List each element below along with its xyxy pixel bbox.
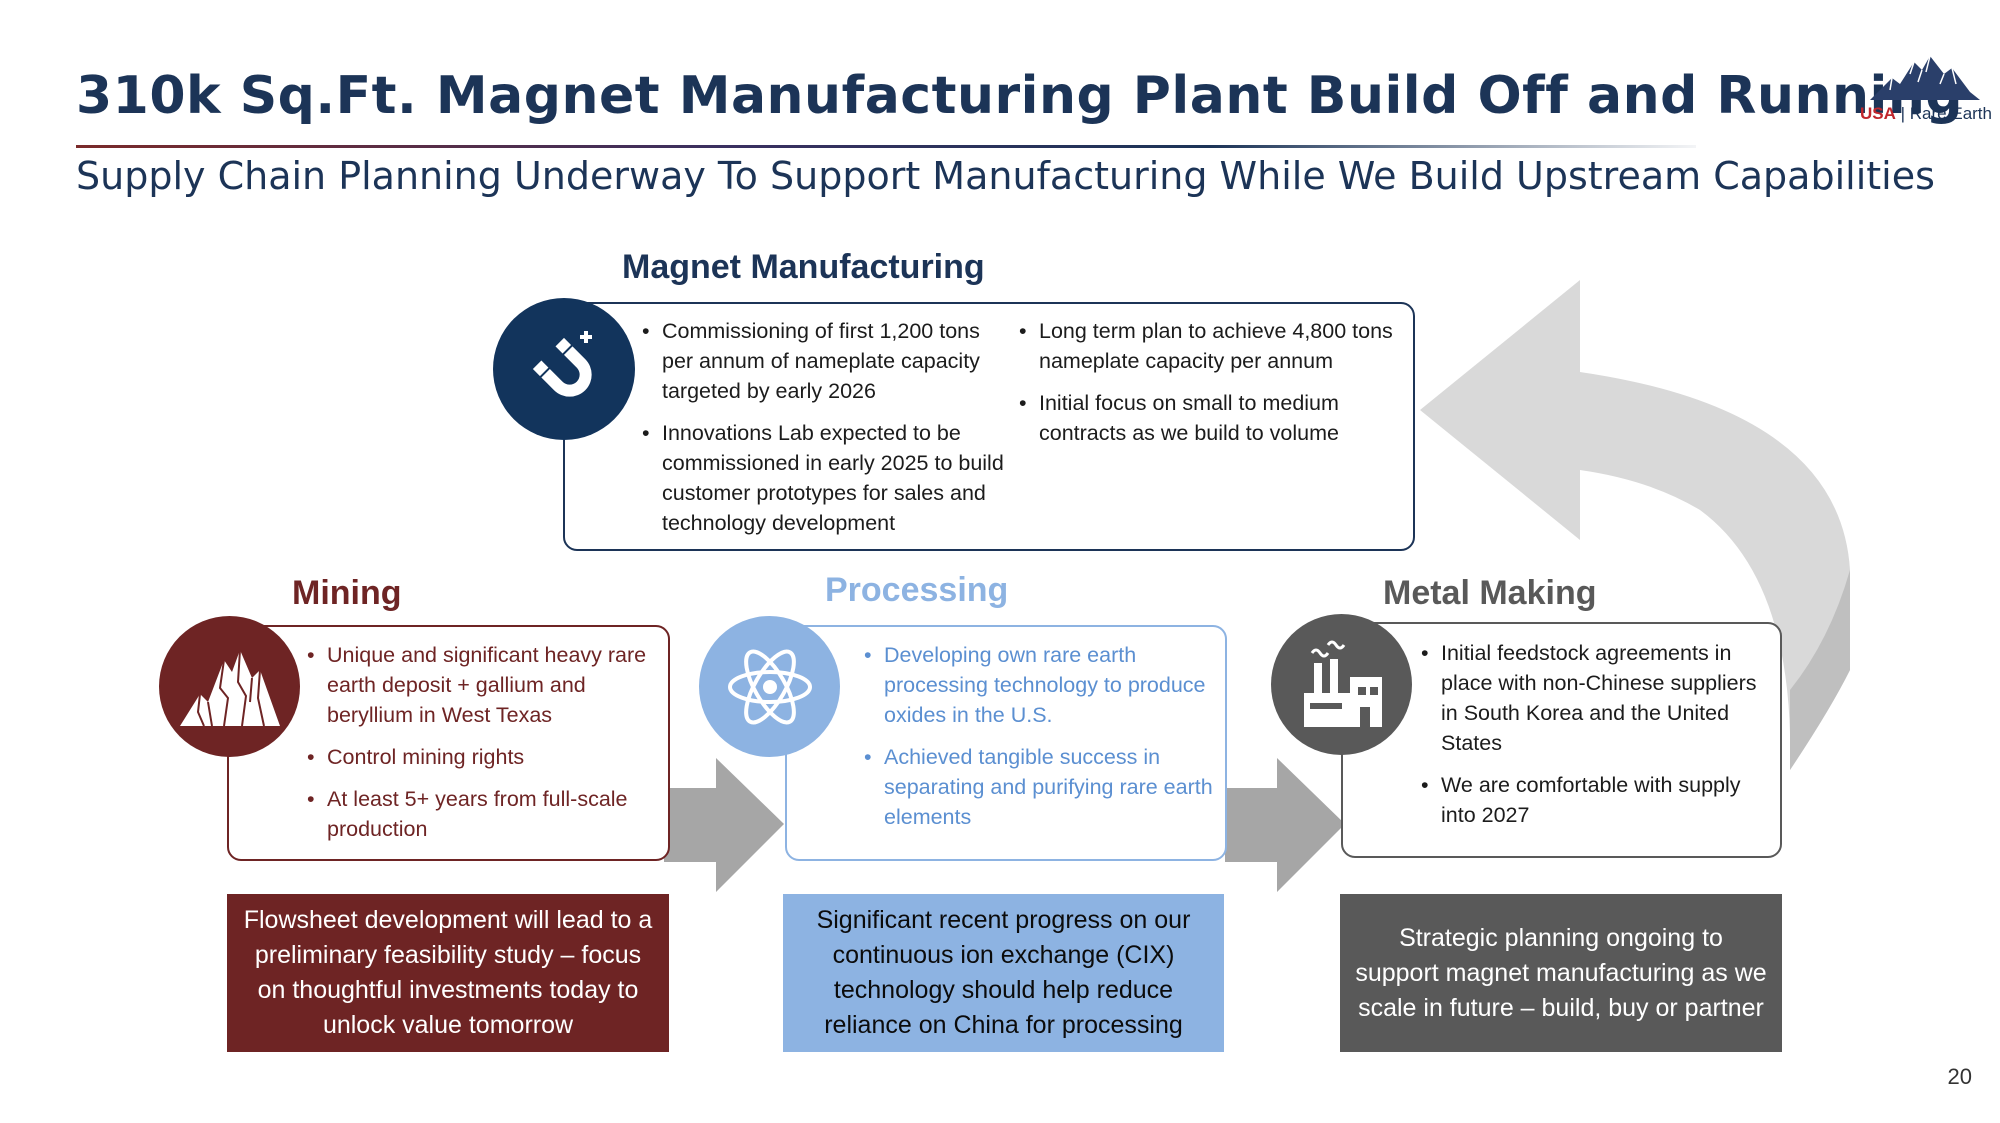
mining-heading: Mining (292, 574, 402, 612)
page-number: 20 (1947, 1064, 1972, 1089)
mining-bullet: At least 5+ years from full-scale produc… (305, 784, 661, 844)
mining-bullets: Unique and significant heavy rare earth … (305, 640, 661, 856)
metal-bullets: Initial feedstock agreements in place wi… (1419, 638, 1773, 842)
metal-bullet: Initial feedstock agreements in place wi… (1419, 638, 1773, 758)
magnet-bullets-col2: Long term plan to achieve 4,800 tons nam… (1017, 316, 1397, 460)
logo-usa: USA (1860, 104, 1896, 123)
logo-wordmark: USA | Rare Earth (1860, 104, 1992, 123)
processing-callout: Significant recent progress on our conti… (783, 894, 1224, 1052)
metal-bullet: We are comfortable with supply into 2027 (1419, 770, 1773, 830)
magnet-bullets-col1: Commissioning of first 1,200 tons per an… (640, 316, 1015, 550)
metal-heading: Metal Making (1383, 574, 1597, 612)
arrow-mining-to-processing (664, 758, 784, 892)
magnet-circle (493, 298, 635, 440)
mining-bullet: Control mining rights (305, 742, 661, 772)
title-divider (76, 145, 1696, 148)
mining-callout: Flowsheet development will lead to a pre… (227, 894, 669, 1052)
curved-return-arrow (1420, 280, 1850, 770)
company-logo: USA | Rare Earth (1860, 52, 1992, 128)
page-title: 310k Sq.Ft. Magnet Manufacturing Plant B… (76, 66, 1964, 126)
arrow-processing-to-metal (1225, 758, 1345, 892)
processing-bullet: Developing own rare earth processing tec… (862, 640, 1217, 730)
magnet-bullet: Innovations Lab expected to be commissio… (640, 418, 1015, 538)
mining-circle (159, 616, 300, 757)
processing-bullets: Developing own rare earth processing tec… (862, 640, 1217, 844)
mining-bullet: Unique and significant heavy rare earth … (305, 640, 661, 730)
processing-bullet: Achieved tangible success in separating … (862, 742, 1217, 832)
magnet-bullet: Initial focus on small to medium contrac… (1017, 388, 1397, 448)
atom-icon (727, 649, 812, 724)
page-subtitle: Supply Chain Planning Underway To Suppor… (76, 154, 1935, 198)
metal-circle (1271, 614, 1412, 755)
processing-circle (699, 616, 840, 757)
processing-heading: Processing (825, 571, 1009, 609)
magnet-bullet: Long term plan to achieve 4,800 tons nam… (1017, 316, 1397, 376)
magnet-bullet: Commissioning of first 1,200 tons per an… (640, 316, 1015, 406)
mountain-icon (179, 649, 280, 726)
magnet-icon (532, 331, 592, 397)
factory-icon (1303, 640, 1382, 727)
metal-callout: Strategic planning ongoing to support ma… (1340, 894, 1782, 1052)
magnet-heading: Magnet Manufacturing (622, 248, 985, 286)
mountain-logo-icon (1870, 55, 1980, 100)
logo-rare-earth: Rare Earth (1909, 104, 1992, 123)
